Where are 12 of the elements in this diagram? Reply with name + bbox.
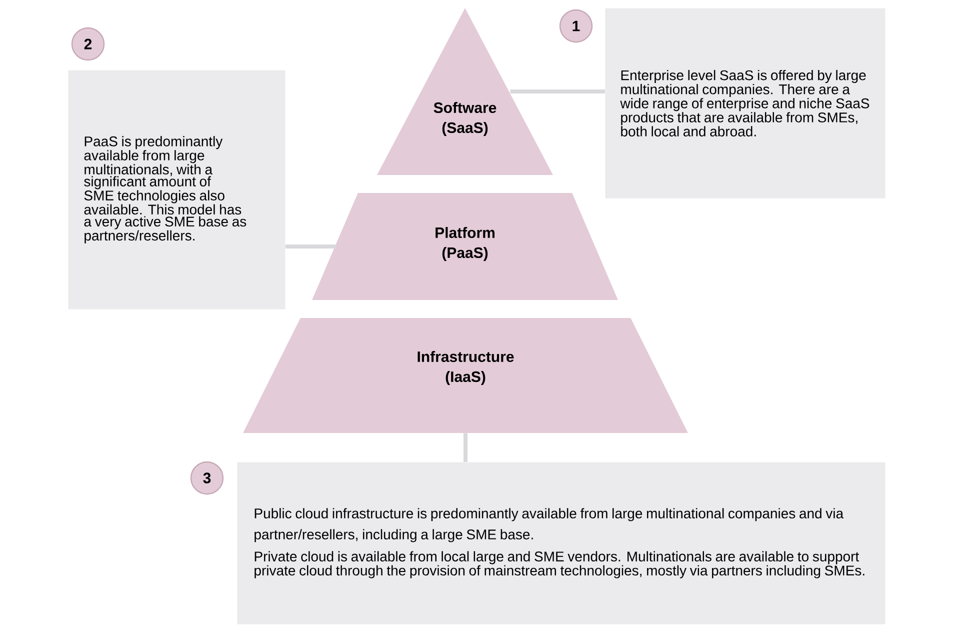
text-box: PaaS is predominantly available from large multinationals, with a significant amount of SME technologies also available. This model has a very active SME base as partners/resellers. bbox=[68, 70, 286, 310]
connector-line bbox=[510, 90, 605, 94]
text-box: Public cloud infrastructure is predominantly available from large multinational companies and via partner/resellers, including a large SME base. Private cloud is available from local large and SME vendors. Multinationals are available to support private cloud through the provision of mainstream technologies, mostly via partners including SMEs. bbox=[237, 462, 886, 624]
callout-number: 3 bbox=[190, 461, 224, 495]
pyramid-tier: Platform (PaaS) bbox=[312, 193, 618, 300]
pyramid-tier: Infrastructure (IaaS) bbox=[243, 318, 688, 433]
connector-line bbox=[285, 244, 336, 248]
pyramid-tier: Software (SaaS) bbox=[377, 8, 553, 175]
callout-number: 1 bbox=[559, 9, 593, 43]
callout-number: 2 bbox=[71, 27, 105, 61]
text-box: Enterprise level SaaS is offered by large multinational companies. There are a wide range of enterprise and niche SaaS products that are available from SMEs, both local and abroad. bbox=[605, 8, 886, 198]
connector-line bbox=[464, 433, 468, 462]
